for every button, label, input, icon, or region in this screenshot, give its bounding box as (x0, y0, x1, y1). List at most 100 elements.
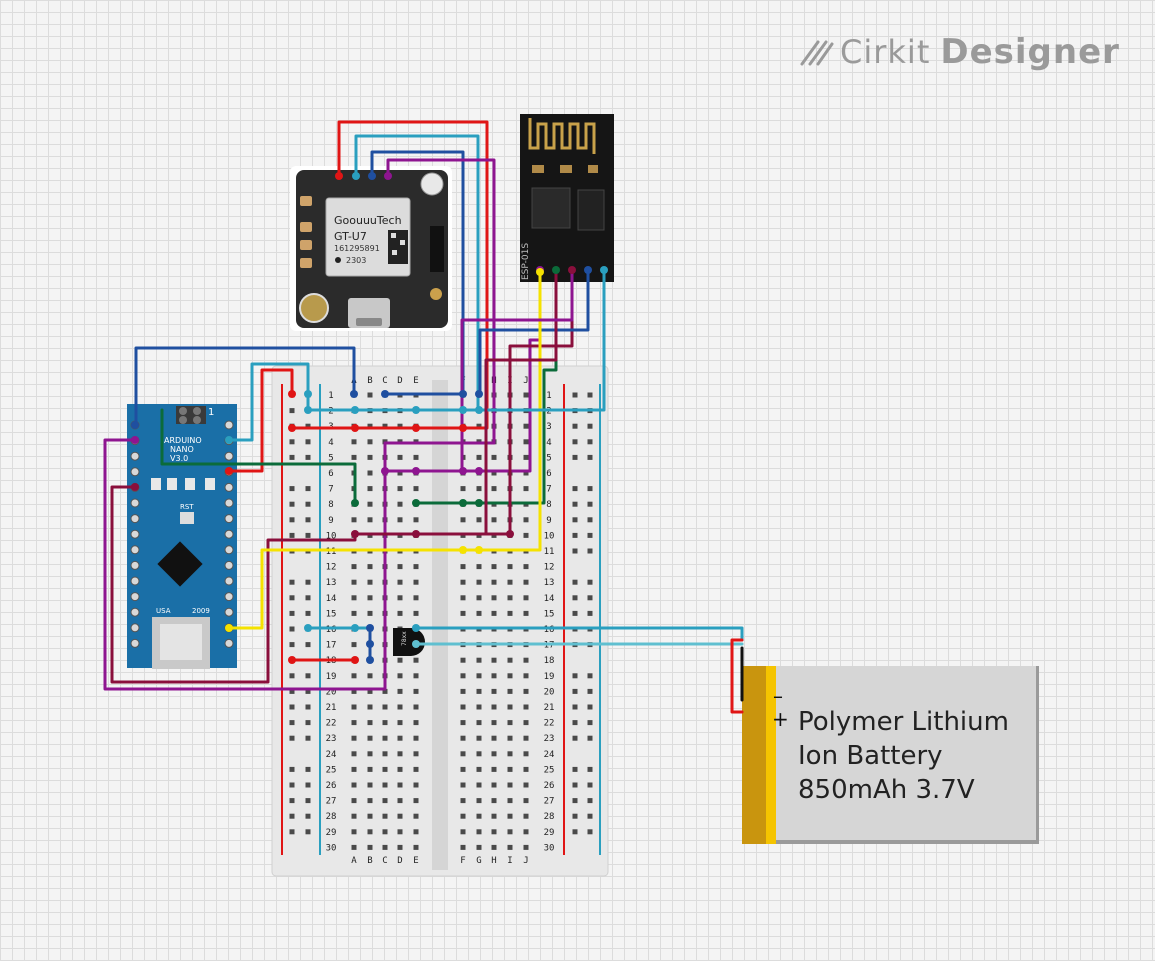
gps-module: GoouuuTech GT-U7 161295891 2303 (290, 166, 452, 331)
wire-endpoints (131, 172, 608, 664)
row-label-left: 14 (326, 594, 337, 604)
nano-pin (130, 638, 140, 648)
wire-endpoint (475, 406, 483, 414)
row-label-right: 27 (544, 797, 555, 807)
wire (134, 346, 356, 427)
row-label-left: 2 (328, 407, 333, 417)
wire-endpoint (475, 546, 483, 554)
col-label: D (397, 856, 402, 866)
col-label: I (507, 856, 512, 866)
nano-pin (130, 592, 140, 602)
wire-endpoint (536, 268, 544, 276)
wifi-label: ESP-01S (521, 243, 531, 280)
col-label: B (367, 856, 372, 866)
wire (414, 626, 744, 642)
wire (110, 268, 574, 684)
row-label-right: 23 (544, 734, 555, 744)
gps-model: GT-U7 (334, 230, 367, 243)
row-label-right: 26 (544, 781, 555, 791)
wire-endpoint (366, 656, 374, 664)
wire-endpoint (475, 467, 483, 475)
row-label-right: 9 (546, 516, 551, 526)
row-label-left: 17 (326, 641, 337, 651)
nano-rst-label: RST (180, 503, 194, 511)
wire-endpoint (131, 421, 139, 429)
nano-pin (130, 467, 140, 477)
brand-suffix: Designer (940, 32, 1120, 72)
row-label-left: 25 (326, 765, 337, 775)
col-label: E (413, 376, 418, 386)
wire-endpoint (351, 656, 359, 664)
row-label-right: 10 (544, 531, 555, 541)
wire-endpoint (352, 172, 360, 180)
wire-endpoint (459, 390, 467, 398)
nano-pin (130, 498, 140, 508)
row-label-left: 6 (328, 469, 333, 479)
wire (103, 158, 496, 691)
row-label-left: 27 (326, 797, 337, 807)
col-label: B (367, 376, 372, 386)
nano-pin (224, 545, 234, 555)
row-label-right: 13 (544, 578, 555, 588)
arduino-nano: ARDUINO NANO V3.0 1 RST USA 2009 (127, 404, 237, 669)
row-label-right: 8 (546, 500, 551, 510)
wire-endpoint (475, 499, 483, 507)
gps-serial: 161295891 (334, 244, 380, 253)
wire-endpoint (381, 390, 389, 398)
row-label-right: 20 (544, 687, 555, 697)
row-label-right: 16 (544, 625, 555, 635)
row-label-left: 15 (326, 609, 337, 619)
row-label-right: 1 (546, 391, 551, 401)
col-label: D (397, 376, 402, 386)
wire-endpoint (225, 624, 233, 632)
row-label-right: 12 (544, 563, 555, 573)
wire-endpoint (351, 624, 359, 632)
wire (478, 268, 590, 396)
nano-pin (224, 529, 234, 539)
wire-endpoint (412, 640, 420, 648)
wire-endpoint (412, 406, 420, 414)
row-label-left: 22 (326, 719, 337, 729)
nano-pin (130, 545, 140, 555)
nano-pin (224, 514, 234, 524)
col-label: J (523, 376, 528, 386)
row-label-right: 15 (544, 609, 555, 619)
wire (370, 150, 465, 396)
row-label-right: 28 (544, 812, 555, 822)
wire (290, 120, 489, 430)
wire (227, 368, 294, 473)
gps-brand: GoouuuTech (334, 214, 402, 227)
row-label-left: 20 (326, 687, 337, 697)
row-label-left: 9 (328, 516, 333, 526)
battery-label: Polymer Lithium Ion Battery 850mAh 3.7V (798, 705, 1009, 807)
wire-endpoint (412, 467, 420, 475)
wire-endpoint (475, 390, 483, 398)
wire-endpoint (412, 624, 420, 632)
wire-endpoint (366, 640, 374, 648)
lipo-battery (742, 666, 1039, 844)
nano-pin (224, 638, 234, 648)
wire-endpoint (506, 530, 514, 538)
wire-endpoint (225, 467, 233, 475)
nano-pin (224, 592, 234, 602)
wires (103, 120, 744, 714)
wire-endpoint (552, 266, 560, 274)
nano-pin (224, 451, 234, 461)
row-label-right: 30 (544, 843, 555, 853)
row-label-left: 13 (326, 578, 337, 588)
battery-line1: Polymer Lithium (798, 707, 1009, 737)
wire-endpoint (131, 436, 139, 444)
row-label-right: 24 (544, 750, 555, 760)
battery-line3: 850mAh 3.7V (798, 775, 975, 805)
battery-line2: Ion Battery (798, 741, 943, 771)
nano-pin1-mark: 1 (208, 407, 214, 418)
row-label-left: 30 (326, 843, 337, 853)
wire-endpoint (412, 499, 420, 507)
row-label-right: 18 (544, 656, 555, 666)
nano-line2: NANO (170, 445, 194, 454)
row-label-left: 26 (326, 781, 337, 791)
row-label-right: 21 (544, 703, 555, 713)
wire-endpoint (381, 467, 389, 475)
row-label-left: 7 (328, 485, 333, 495)
wire-endpoint (288, 656, 296, 664)
